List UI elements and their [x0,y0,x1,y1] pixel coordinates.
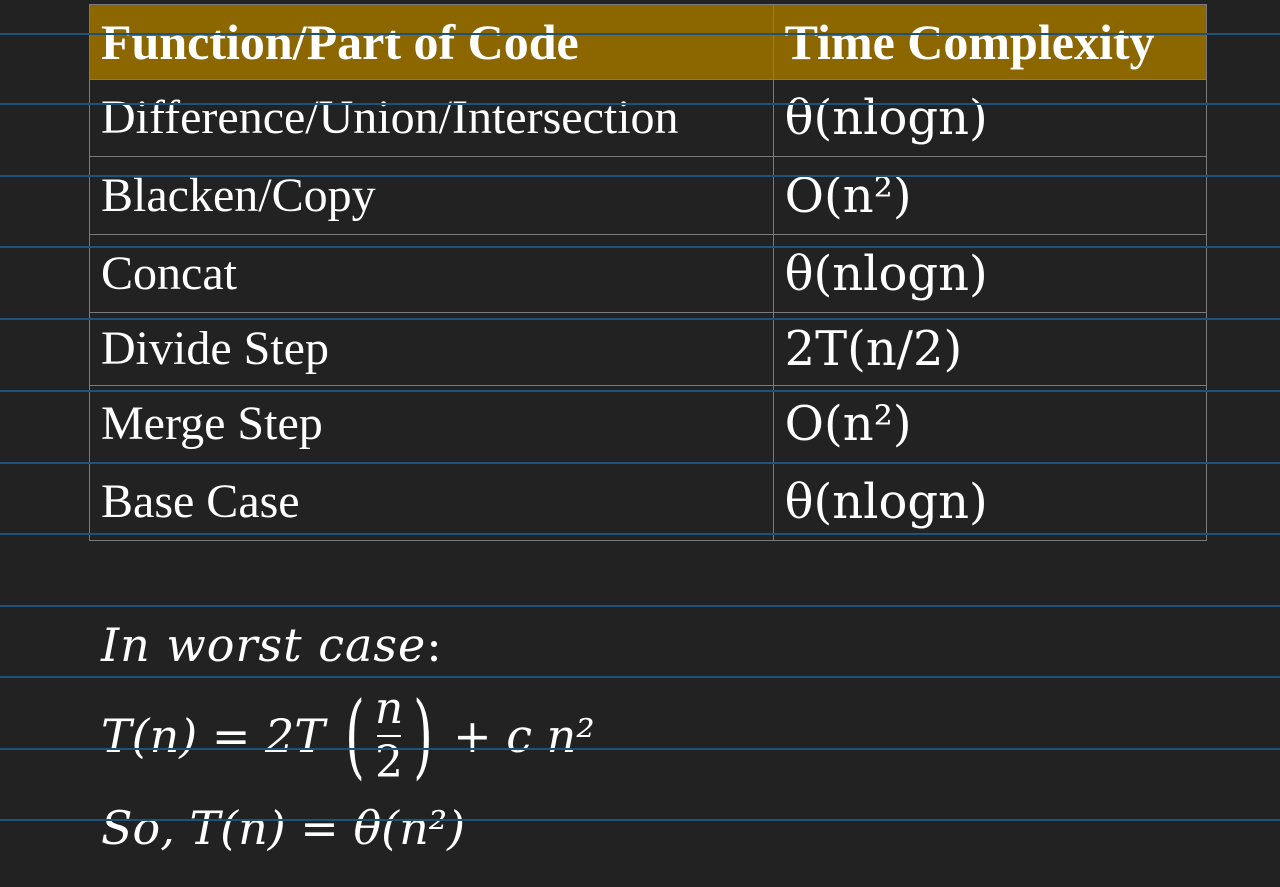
cell-part: Divide Step [89,312,774,386]
table-row: Blacken/Copy O(n²) [89,156,1208,235]
table-row: Concat θ(nlogn) [89,234,1208,313]
cell-complexity: θ(nlogn) [772,462,1208,541]
cell-complexity: θ(nlogn) [772,79,1208,157]
table-row: Divide Step 2T(n/2) [89,312,1208,386]
cell-complexity: θ(nlogn) [772,234,1208,313]
fraction-numerator: n [374,683,404,734]
cell-part: Concat [89,234,774,313]
ruled-line [0,676,1280,678]
cell-complexity: 2T(n/2) [772,312,1208,386]
table-row: Base Case θ(nlogn) [89,462,1208,541]
worst-case-colon: : [426,618,443,672]
cell-part: Merge Step [89,385,774,463]
fraction-bar [377,735,402,737]
worst-case-result: So, T(n) = θ(n²) [101,801,466,855]
cell-complexity: O(n²) [772,156,1208,235]
table-row: Merge Step O(n²) [89,385,1208,463]
header-time-complexity: Time Complexity [772,4,1208,80]
complexity-table: Function/Part of Code Time Complexity Di… [89,4,1208,541]
ruled-line [0,605,1280,607]
recurrence-equation: T(n) = 2T ( n 2 ) + c n² [101,681,595,791]
cell-part: Difference/Union/Intersection [89,79,774,157]
worst-case-label: In worst case [101,618,427,672]
table-header-row: Function/Part of Code Time Complexity [89,4,1208,80]
fraction-denominator: 2 [375,737,404,788]
recurrence-rhs: + c n² [453,709,595,763]
fraction: n 2 [375,687,403,785]
cell-part: Blacken/Copy [89,156,774,235]
cell-complexity: O(n²) [772,385,1208,463]
table-row: Difference/Union/Intersection θ(nlogn) [89,79,1208,157]
worst-case-heading: In worst case: [101,618,443,672]
right-paren: ) [413,682,434,789]
cell-part: Base Case [89,462,774,541]
left-paren: ( [345,682,365,789]
recurrence-lhs: T(n) = 2T [101,709,325,763]
header-function-part: Function/Part of Code [89,4,774,80]
